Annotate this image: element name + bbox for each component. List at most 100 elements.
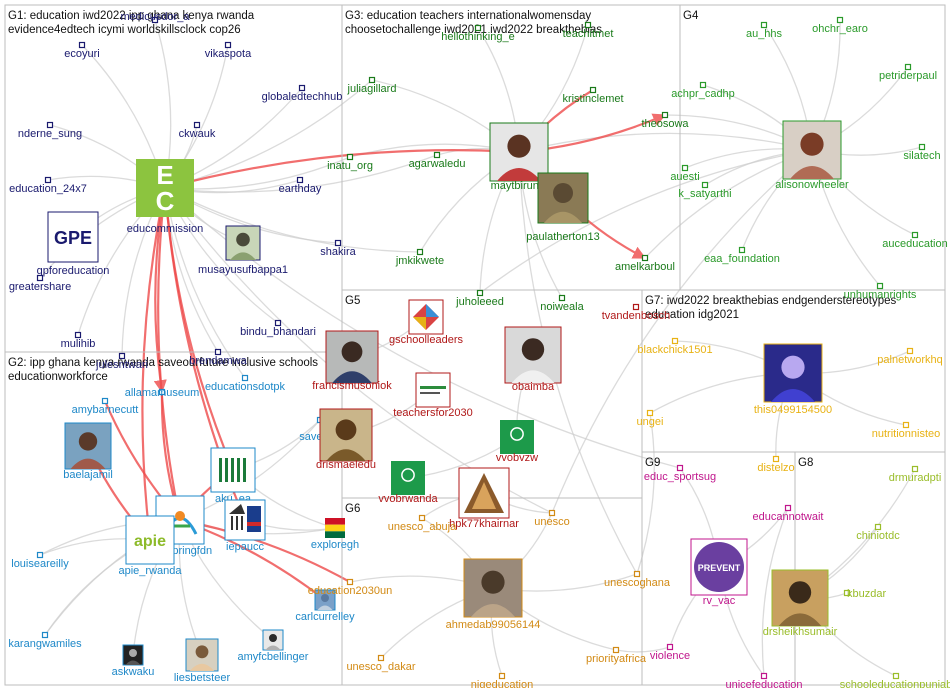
node-mulihib[interactable]: mulihib xyxy=(61,331,96,351)
node-bindu_bhandari[interactable]: bindu_bhandari xyxy=(240,319,316,339)
distelzo-marker[interactable] xyxy=(772,455,780,463)
node-carlcurrelley[interactable]: carlcurrelley xyxy=(295,589,355,623)
node-violence[interactable]: violence xyxy=(650,643,690,663)
node-unesco_abuja[interactable]: unesco_abuja xyxy=(388,514,457,534)
blackchick1501-marker[interactable] xyxy=(671,337,679,345)
node-nigeducation[interactable]: nigeducation xyxy=(471,672,533,688)
julesntwari-marker[interactable] xyxy=(118,352,126,360)
palnetworkhq-marker[interactable] xyxy=(906,347,914,355)
vvobrwanda-avatar[interactable] xyxy=(391,461,425,495)
rv_vac-avatar[interactable]: PREVENT xyxy=(690,538,748,596)
node-aku_ea[interactable]: aku_ea xyxy=(210,447,256,505)
node-liesbetsteer[interactable]: liesbetsteer xyxy=(174,638,231,684)
node-educ_sportsug[interactable]: educ_sportsug xyxy=(644,464,716,484)
node-drsheikhsumair[interactable]: drsheikhsumair xyxy=(763,569,838,638)
vvobvzw-avatar[interactable] xyxy=(500,420,534,454)
educ_sportsug-marker[interactable] xyxy=(676,464,684,472)
inatu_org-marker[interactable] xyxy=(346,153,354,161)
node-unesco[interactable]: unesco xyxy=(534,509,570,529)
musayusufbappa1-avatar[interactable] xyxy=(225,225,261,261)
hpk77khairnar-avatar[interactable] xyxy=(458,467,510,519)
hellothinking_e-marker[interactable] xyxy=(474,24,482,32)
node-agarwaledu[interactable]: agarwaledu xyxy=(409,151,466,171)
ungei-marker[interactable] xyxy=(646,409,654,417)
node-ahmedab99056144[interactable]: ahmedab99056144 xyxy=(446,558,541,631)
schooleducationpunjab-marker[interactable] xyxy=(892,672,900,680)
node-blackchick1501[interactable]: blackchick1501 xyxy=(637,337,713,357)
node-priorityafrica[interactable]: priorityafrica xyxy=(586,646,647,666)
node-earthday[interactable]: earthday xyxy=(279,176,322,196)
education2030un-marker[interactable] xyxy=(346,578,354,586)
gschoolleaders-avatar[interactable] xyxy=(408,299,444,335)
louiseareilly-marker[interactable] xyxy=(36,551,44,559)
juholeeed-marker[interactable] xyxy=(476,289,484,297)
node-theosowa[interactable]: theosowa xyxy=(641,111,689,131)
node-auceducation[interactable]: auceducation xyxy=(882,231,948,251)
node-palnetworkhq[interactable]: palnetworkhq xyxy=(877,347,943,367)
node-askwaku[interactable]: askwaku xyxy=(112,644,155,678)
node-karangwamiles[interactable]: karangwamiles xyxy=(8,631,82,651)
educommission-avatar[interactable]: EC xyxy=(136,159,194,217)
ckwauk-marker[interactable] xyxy=(193,121,201,129)
apie_rwanda-avatar[interactable]: apie xyxy=(125,515,175,565)
kbuzdar-marker[interactable] xyxy=(843,589,851,597)
node-auesti[interactable]: auesti xyxy=(670,164,700,184)
node-allamamuseum[interactable]: allamamuseum xyxy=(125,387,200,399)
teachitmet-marker[interactable] xyxy=(584,21,592,29)
nderne_sung-marker[interactable] xyxy=(46,121,54,129)
priorityafrica-marker[interactable] xyxy=(612,646,620,654)
amelkarboul-marker[interactable] xyxy=(641,254,649,262)
this0499154500-avatar[interactable] xyxy=(763,343,823,403)
node-jmkikwete[interactable]: jmkikwete xyxy=(395,248,444,268)
gpforeducation-avatar[interactable]: GPE xyxy=(47,211,99,263)
node-petriderpaul[interactable]: petriderpaul xyxy=(879,63,937,83)
educannotwait-marker[interactable] xyxy=(784,504,792,512)
node-ckwauk[interactable]: ckwauk xyxy=(179,121,216,141)
earthday-marker[interactable] xyxy=(296,176,304,184)
ohchr_earo-marker[interactable] xyxy=(836,16,844,24)
node-kbuzdar[interactable]: kbuzdar xyxy=(843,588,887,600)
medicusdor_a-marker[interactable] xyxy=(151,16,159,24)
node-ecoyuri[interactable]: ecoyuri xyxy=(64,41,100,61)
node-brendamwa[interactable]: brendamwa xyxy=(189,348,248,368)
node-vikaspota[interactable]: vikaspota xyxy=(205,41,252,61)
mulihib-marker[interactable] xyxy=(74,331,82,339)
node-amelkarboul[interactable]: amelkarboul xyxy=(615,254,675,274)
achpr_cadhp-marker[interactable] xyxy=(699,81,707,89)
node-amyfcbellinger[interactable]: amyfcbellinger xyxy=(238,629,309,663)
node-ungei[interactable]: ungei xyxy=(637,409,664,429)
node-eaa_foundation[interactable]: eaa_foundation xyxy=(704,246,780,266)
education_24x7-marker[interactable] xyxy=(44,176,52,184)
unhumanrights-marker[interactable] xyxy=(876,282,884,290)
carlcurrelley-avatar[interactable] xyxy=(314,589,336,611)
au_hhs-marker[interactable] xyxy=(760,21,768,29)
ahmedab99056144-avatar[interactable] xyxy=(463,558,523,618)
node-educannotwait[interactable]: educannotwait xyxy=(753,504,824,524)
auceducation-marker[interactable] xyxy=(911,231,919,239)
theosowa-marker[interactable] xyxy=(661,111,669,119)
nutritionnisteo-marker[interactable] xyxy=(902,421,910,429)
drmuradpti-marker[interactable] xyxy=(911,465,919,473)
node-drmuradpti[interactable]: drmuradpti xyxy=(889,465,942,485)
chiniotdc-marker[interactable] xyxy=(874,523,882,531)
node-vvobvzw[interactable]: vvobvzw xyxy=(496,420,538,464)
node-baelajamil[interactable]: baelajamil xyxy=(63,422,113,481)
node-greatershare[interactable]: greatershare xyxy=(9,274,71,294)
nigeducation-marker[interactable] xyxy=(498,672,506,680)
node-maytbirungi[interactable]: maytbirungi xyxy=(489,122,549,192)
node-au_hhs[interactable]: au_hhs xyxy=(746,21,783,41)
node-amybarnecutt[interactable]: amybarnecutt xyxy=(72,397,139,417)
node-juliagillard[interactable]: juliagillard xyxy=(347,76,397,96)
node-hpk77khairnar[interactable]: hpk77khairnar xyxy=(449,467,519,530)
node-unesco_dakar[interactable]: unesco_dakar xyxy=(346,654,416,674)
node-iepaucc[interactable]: iepaucc xyxy=(224,499,266,553)
node-juholeeed[interactable]: juholeeed xyxy=(455,289,504,309)
node-medicusdor_a[interactable]: medicusdor_a xyxy=(120,11,190,24)
brendamwa-marker[interactable] xyxy=(214,348,222,356)
unesco-marker[interactable] xyxy=(548,509,556,517)
node-unhumanrights[interactable]: unhumanrights xyxy=(844,282,917,302)
askwaku-avatar[interactable] xyxy=(122,644,144,666)
